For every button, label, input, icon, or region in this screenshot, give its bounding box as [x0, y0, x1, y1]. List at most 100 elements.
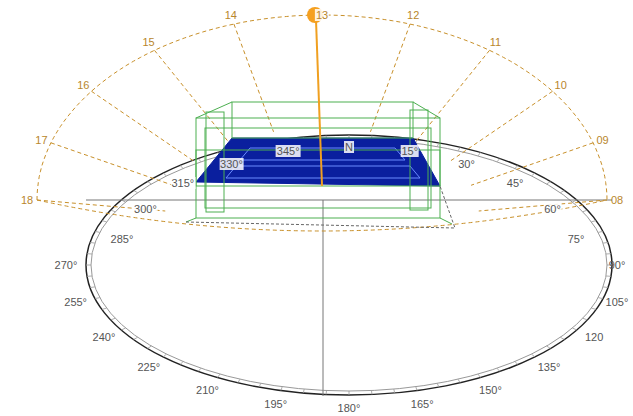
azimuth-label: 225°	[136, 361, 161, 373]
azimuth-label: 330°	[219, 158, 244, 170]
degree-tick	[531, 354, 535, 357]
sun-path	[37, 15, 607, 231]
degree-tick	[603, 242, 608, 244]
degree-tick	[598, 231, 603, 232]
azimuth-label: 120	[584, 331, 604, 343]
degree-tick	[111, 210, 116, 212]
degree-tick	[591, 308, 596, 309]
azimuth-label: 150°	[478, 384, 503, 396]
degree-tick	[281, 387, 282, 391]
degree-tick	[497, 159, 500, 162]
degree-tick	[102, 221, 107, 222]
hour-line	[234, 24, 274, 132]
azimuth-label: 195°	[263, 398, 288, 410]
degree-tick	[603, 286, 608, 288]
degree-tick	[478, 152, 481, 155]
horizon-outer	[86, 135, 612, 395]
azimuth-label: 180°	[337, 402, 362, 414]
south-axis	[323, 200, 324, 396]
azimuth-label: 165°	[410, 398, 435, 410]
azimuth-label: 255°	[63, 296, 88, 308]
azimuth-label: 315°	[170, 177, 195, 189]
degree-tick	[111, 318, 116, 320]
degree-tick	[606, 253, 611, 254]
hour-line	[471, 143, 593, 185]
azimuth-label: 105°	[605, 296, 630, 308]
degree-tick	[163, 354, 167, 357]
sun-path-arc	[37, 15, 607, 200]
degree-tick	[121, 328, 125, 330]
sun-path-base	[37, 200, 607, 231]
degree-tick	[90, 286, 95, 288]
degree-tick	[497, 368, 500, 371]
hour-line	[154, 50, 229, 143]
hour-line	[91, 91, 195, 162]
azimuth-label: 270°	[54, 259, 79, 271]
horizon-inner	[91, 139, 607, 391]
degree-tick	[218, 374, 221, 377]
hour-label: 14	[224, 9, 238, 21]
degree-tick	[198, 159, 201, 162]
degree-tick	[458, 147, 460, 151]
azimuth-label: 75°	[567, 233, 586, 245]
degree-tick	[87, 253, 92, 254]
degree-tick	[303, 389, 305, 393]
azimuth-label: 90°	[608, 259, 627, 271]
degree-tick	[598, 298, 603, 299]
degree-tick	[102, 308, 107, 309]
degree-tick	[180, 362, 183, 365]
azimuth-label: 60°	[543, 203, 562, 215]
azimuth-label: 15°	[400, 145, 419, 157]
degree-tick	[259, 383, 261, 387]
azimuth-label: 30°	[457, 158, 476, 170]
azimuth-label: 345°	[276, 145, 301, 157]
degree-tick	[238, 379, 240, 383]
degree-tick	[90, 242, 95, 244]
degree-tick	[349, 391, 350, 395]
azimuth-label: 285°	[110, 233, 135, 245]
degree-tick	[458, 379, 460, 383]
hour-label: 10	[554, 79, 568, 91]
azimuth-label: N	[344, 141, 354, 153]
degree-tick	[134, 190, 138, 192]
degree-tick	[163, 173, 167, 176]
hour-label: 17	[34, 134, 48, 146]
azimuth-label: 13	[315, 9, 329, 21]
degree-tick	[180, 165, 183, 168]
hour-line	[449, 91, 553, 162]
degree-tick	[87, 275, 92, 276]
degree-tick	[478, 374, 481, 377]
horizon-ring	[86, 135, 612, 395]
degree-tick	[148, 346, 152, 349]
hour-line	[414, 50, 489, 143]
degree-tick	[583, 318, 588, 320]
degree-tick	[591, 221, 596, 222]
hour-label: 08	[610, 194, 624, 206]
azimuth-label: 300°	[133, 203, 158, 215]
degree-tick	[326, 391, 327, 395]
hour-line	[370, 24, 410, 132]
sun-ray	[316, 20, 322, 186]
degree-tick	[393, 389, 395, 393]
hour-label: 09	[595, 134, 609, 146]
degree-tick	[583, 210, 588, 212]
degree-tick	[95, 231, 100, 232]
degree-tick	[560, 337, 564, 339]
hour-label: 12	[406, 9, 420, 21]
azimuth-label: 135°	[537, 361, 562, 373]
degree-tick	[371, 391, 372, 395]
degree-tick	[606, 275, 611, 276]
degree-tick	[547, 181, 551, 184]
degree-tick	[95, 298, 100, 299]
degree-tick	[437, 143, 439, 147]
azimuth-label: 210°	[195, 384, 220, 396]
hour-label: 15	[141, 36, 155, 48]
degree-tick	[531, 173, 535, 176]
degree-tick	[437, 383, 439, 387]
hour-label: 16	[76, 79, 90, 91]
east-west-axis	[86, 200, 612, 201]
hour-label: 18	[20, 194, 34, 206]
degree-tick	[515, 362, 518, 365]
azimuth-label: 240°	[92, 331, 117, 343]
